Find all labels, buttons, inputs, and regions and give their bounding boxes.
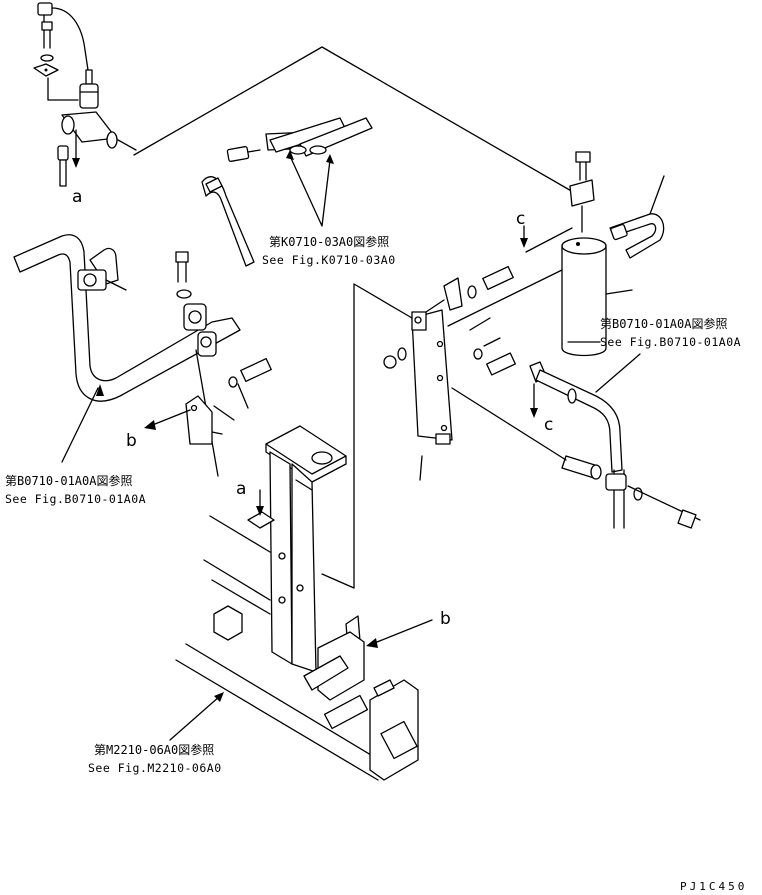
callout-c-mid: c bbox=[544, 415, 553, 435]
ref-k0710-en: See Fig.K0710-03A0 bbox=[262, 253, 396, 267]
refrigerant-pipe-assembly bbox=[13, 234, 272, 477]
pressure-switch-assembly bbox=[33, 2, 137, 187]
callout-b-left: b bbox=[126, 431, 137, 451]
ref-b0710-right-jp: 第B0710-01A0A図参照 bbox=[600, 316, 727, 331]
callout-b-frame: b bbox=[440, 609, 451, 629]
callout-a-top: a bbox=[72, 187, 82, 207]
ref-b0710-left-jp: 第B0710-01A0A図参照 bbox=[5, 473, 132, 488]
ref-m2210-en: See Fig.M2210-06A0 bbox=[88, 761, 222, 775]
ref-m2210-jp: 第M2210-06A0図参照 bbox=[94, 742, 214, 757]
drawing-code: PJ1C450 bbox=[680, 880, 747, 893]
receiver-drier-assembly bbox=[383, 151, 701, 529]
callout-a-frame: a bbox=[236, 479, 246, 499]
callout-c-top: c bbox=[516, 209, 525, 229]
ref-k0710-jp: 第K0710-03A0図参照 bbox=[269, 234, 389, 249]
connection-line bbox=[133, 46, 581, 197]
ref-b0710-left-en: See Fig.B0710-01A0A bbox=[5, 492, 146, 506]
frame-assembly bbox=[169, 283, 433, 781]
ref-b0710-right-en: See Fig.B0710-01A0A bbox=[600, 335, 741, 349]
hose-assembly bbox=[201, 117, 373, 267]
